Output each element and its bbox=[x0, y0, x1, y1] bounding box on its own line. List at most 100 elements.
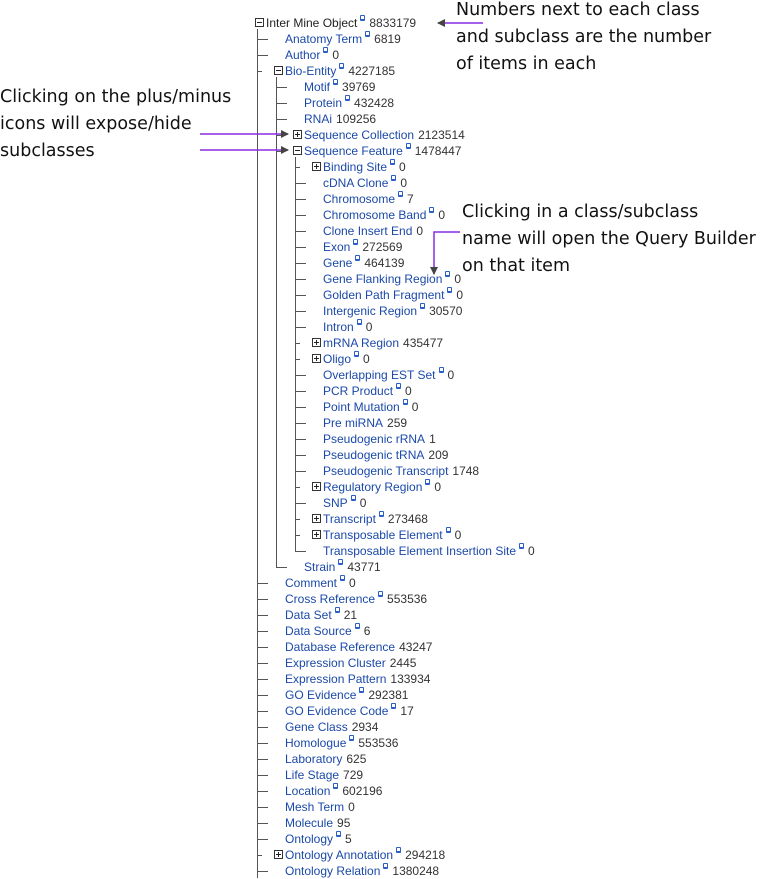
help-icon[interactable] bbox=[359, 687, 365, 693]
class-name-link[interactable]: SNP bbox=[323, 496, 348, 510]
help-icon[interactable] bbox=[340, 575, 346, 581]
help-icon[interactable] bbox=[378, 591, 384, 597]
class-name-link[interactable]: Regulatory Region bbox=[323, 480, 423, 494]
class-name-link[interactable]: Chromosome Band bbox=[323, 208, 427, 222]
help-icon[interactable] bbox=[336, 831, 342, 837]
class-name-link[interactable]: Life Stage bbox=[285, 768, 340, 782]
class-name-link[interactable]: GO Evidence bbox=[285, 688, 357, 702]
expand-icon[interactable] bbox=[312, 162, 321, 171]
help-icon[interactable] bbox=[405, 143, 411, 149]
help-icon[interactable] bbox=[398, 191, 404, 197]
help-icon[interactable] bbox=[334, 607, 340, 613]
help-icon[interactable] bbox=[396, 847, 402, 853]
expand-icon[interactable] bbox=[312, 514, 321, 523]
expand-icon[interactable] bbox=[312, 354, 321, 363]
help-icon[interactable] bbox=[391, 175, 397, 181]
class-name-link[interactable]: Oligo bbox=[323, 352, 352, 366]
expand-icon[interactable] bbox=[312, 338, 321, 347]
help-icon[interactable] bbox=[345, 95, 351, 101]
help-icon[interactable] bbox=[391, 703, 397, 709]
class-name-link[interactable]: Bio-Entity bbox=[285, 64, 337, 78]
class-name-link[interactable]: GO Evidence Code bbox=[285, 704, 389, 718]
class-name-link[interactable]: Transposable Element Insertion Site bbox=[323, 544, 516, 558]
expand-icon[interactable] bbox=[312, 530, 321, 539]
help-icon[interactable] bbox=[519, 543, 524, 549]
collapse-icon[interactable] bbox=[274, 66, 283, 75]
class-name-link[interactable]: Pre miRNA bbox=[323, 416, 384, 430]
help-icon[interactable] bbox=[383, 863, 389, 869]
help-icon[interactable] bbox=[353, 239, 359, 245]
class-name-link[interactable]: Data Set bbox=[285, 608, 332, 622]
class-name-link[interactable]: cDNA Clone bbox=[323, 176, 389, 190]
help-icon[interactable] bbox=[360, 15, 366, 21]
class-name-link[interactable]: Protein bbox=[304, 96, 343, 110]
help-icon[interactable] bbox=[338, 559, 344, 565]
help-icon[interactable] bbox=[354, 351, 360, 357]
help-icon[interactable] bbox=[420, 303, 426, 309]
help-icon[interactable] bbox=[354, 623, 360, 629]
class-name-link[interactable]: Transcript bbox=[323, 512, 376, 526]
class-name-link[interactable]: Binding Site bbox=[323, 160, 388, 174]
class-name-link[interactable]: Inter Mine Object bbox=[266, 16, 358, 30]
class-name-link[interactable]: Intergenic Region bbox=[323, 304, 418, 318]
expand-icon[interactable] bbox=[274, 850, 283, 859]
class-name-link[interactable]: Laboratory bbox=[285, 752, 343, 766]
class-name-link[interactable]: Author bbox=[285, 48, 321, 62]
class-name-link[interactable]: Expression Pattern bbox=[285, 672, 387, 686]
help-icon[interactable] bbox=[323, 47, 329, 53]
class-name-link[interactable]: Intron bbox=[323, 320, 354, 334]
class-name-link[interactable]: Pseudogenic rRNA bbox=[323, 432, 426, 446]
help-icon[interactable] bbox=[339, 63, 345, 69]
class-name-link[interactable]: Location bbox=[285, 784, 331, 798]
class-name-link[interactable]: RNAi bbox=[304, 112, 333, 126]
class-name-link[interactable]: Data Source bbox=[285, 624, 352, 638]
help-icon[interactable] bbox=[445, 271, 451, 277]
help-icon[interactable] bbox=[349, 735, 355, 741]
help-icon[interactable] bbox=[333, 783, 339, 789]
class-name-link[interactable]: mRNA Region bbox=[323, 336, 400, 350]
expand-icon[interactable] bbox=[293, 130, 302, 139]
collapse-icon[interactable] bbox=[255, 18, 264, 27]
class-name-link[interactable]: Golden Path Fragment bbox=[323, 288, 445, 302]
class-name-link[interactable]: Overlapping EST Set bbox=[323, 368, 436, 382]
class-name-link[interactable]: Strain bbox=[304, 560, 336, 574]
class-name-link[interactable]: Cross Reference bbox=[285, 592, 376, 606]
class-name-link[interactable]: Clone Insert End bbox=[323, 224, 413, 238]
class-name-link[interactable]: Gene Flanking Region bbox=[323, 272, 443, 286]
class-name-link[interactable]: Database Reference bbox=[285, 640, 396, 654]
class-name-link[interactable]: Point Mutation bbox=[323, 400, 400, 414]
class-name-link[interactable]: Sequence Collection bbox=[304, 128, 415, 142]
class-name-link[interactable]: Pseudogenic Transcript bbox=[323, 464, 449, 478]
class-name-link[interactable]: Chromosome bbox=[323, 192, 396, 206]
expand-icon[interactable] bbox=[312, 482, 321, 491]
class-name-link[interactable]: Anatomy Term bbox=[285, 32, 363, 46]
class-name-link[interactable]: PCR Product bbox=[323, 384, 394, 398]
class-name-link[interactable]: Gene bbox=[323, 256, 353, 270]
class-name-link[interactable]: Molecule bbox=[285, 816, 334, 830]
class-name-link[interactable]: Exon bbox=[323, 240, 351, 254]
help-icon[interactable] bbox=[355, 255, 361, 261]
class-name-link[interactable]: Ontology bbox=[285, 832, 334, 846]
help-icon[interactable] bbox=[396, 383, 402, 389]
help-icon[interactable] bbox=[378, 511, 384, 517]
collapse-icon[interactable] bbox=[293, 146, 302, 155]
help-icon[interactable] bbox=[356, 319, 362, 325]
help-icon[interactable] bbox=[365, 31, 371, 37]
help-icon[interactable] bbox=[438, 367, 444, 373]
help-icon[interactable] bbox=[445, 527, 451, 533]
help-icon[interactable] bbox=[402, 399, 408, 405]
class-name-link[interactable]: Mesh Term bbox=[285, 800, 345, 814]
class-name-link[interactable]: Motif bbox=[304, 80, 331, 94]
class-name-link[interactable]: Sequence Feature bbox=[304, 144, 403, 158]
help-icon[interactable] bbox=[425, 479, 431, 485]
help-icon[interactable] bbox=[333, 79, 339, 85]
class-name-link[interactable]: Homologue bbox=[285, 736, 347, 750]
class-name-link[interactable]: Comment bbox=[285, 576, 338, 590]
class-name-link[interactable]: Pseudogenic tRNA bbox=[323, 448, 425, 462]
help-icon[interactable] bbox=[350, 495, 356, 501]
class-name-link[interactable]: Ontology Annotation bbox=[285, 848, 394, 862]
help-icon[interactable] bbox=[429, 207, 435, 213]
class-name-link[interactable]: Gene Class bbox=[285, 720, 348, 734]
class-name-link[interactable]: Ontology Relation bbox=[285, 864, 381, 878]
class-name-link[interactable]: Transposable Element bbox=[323, 528, 443, 542]
